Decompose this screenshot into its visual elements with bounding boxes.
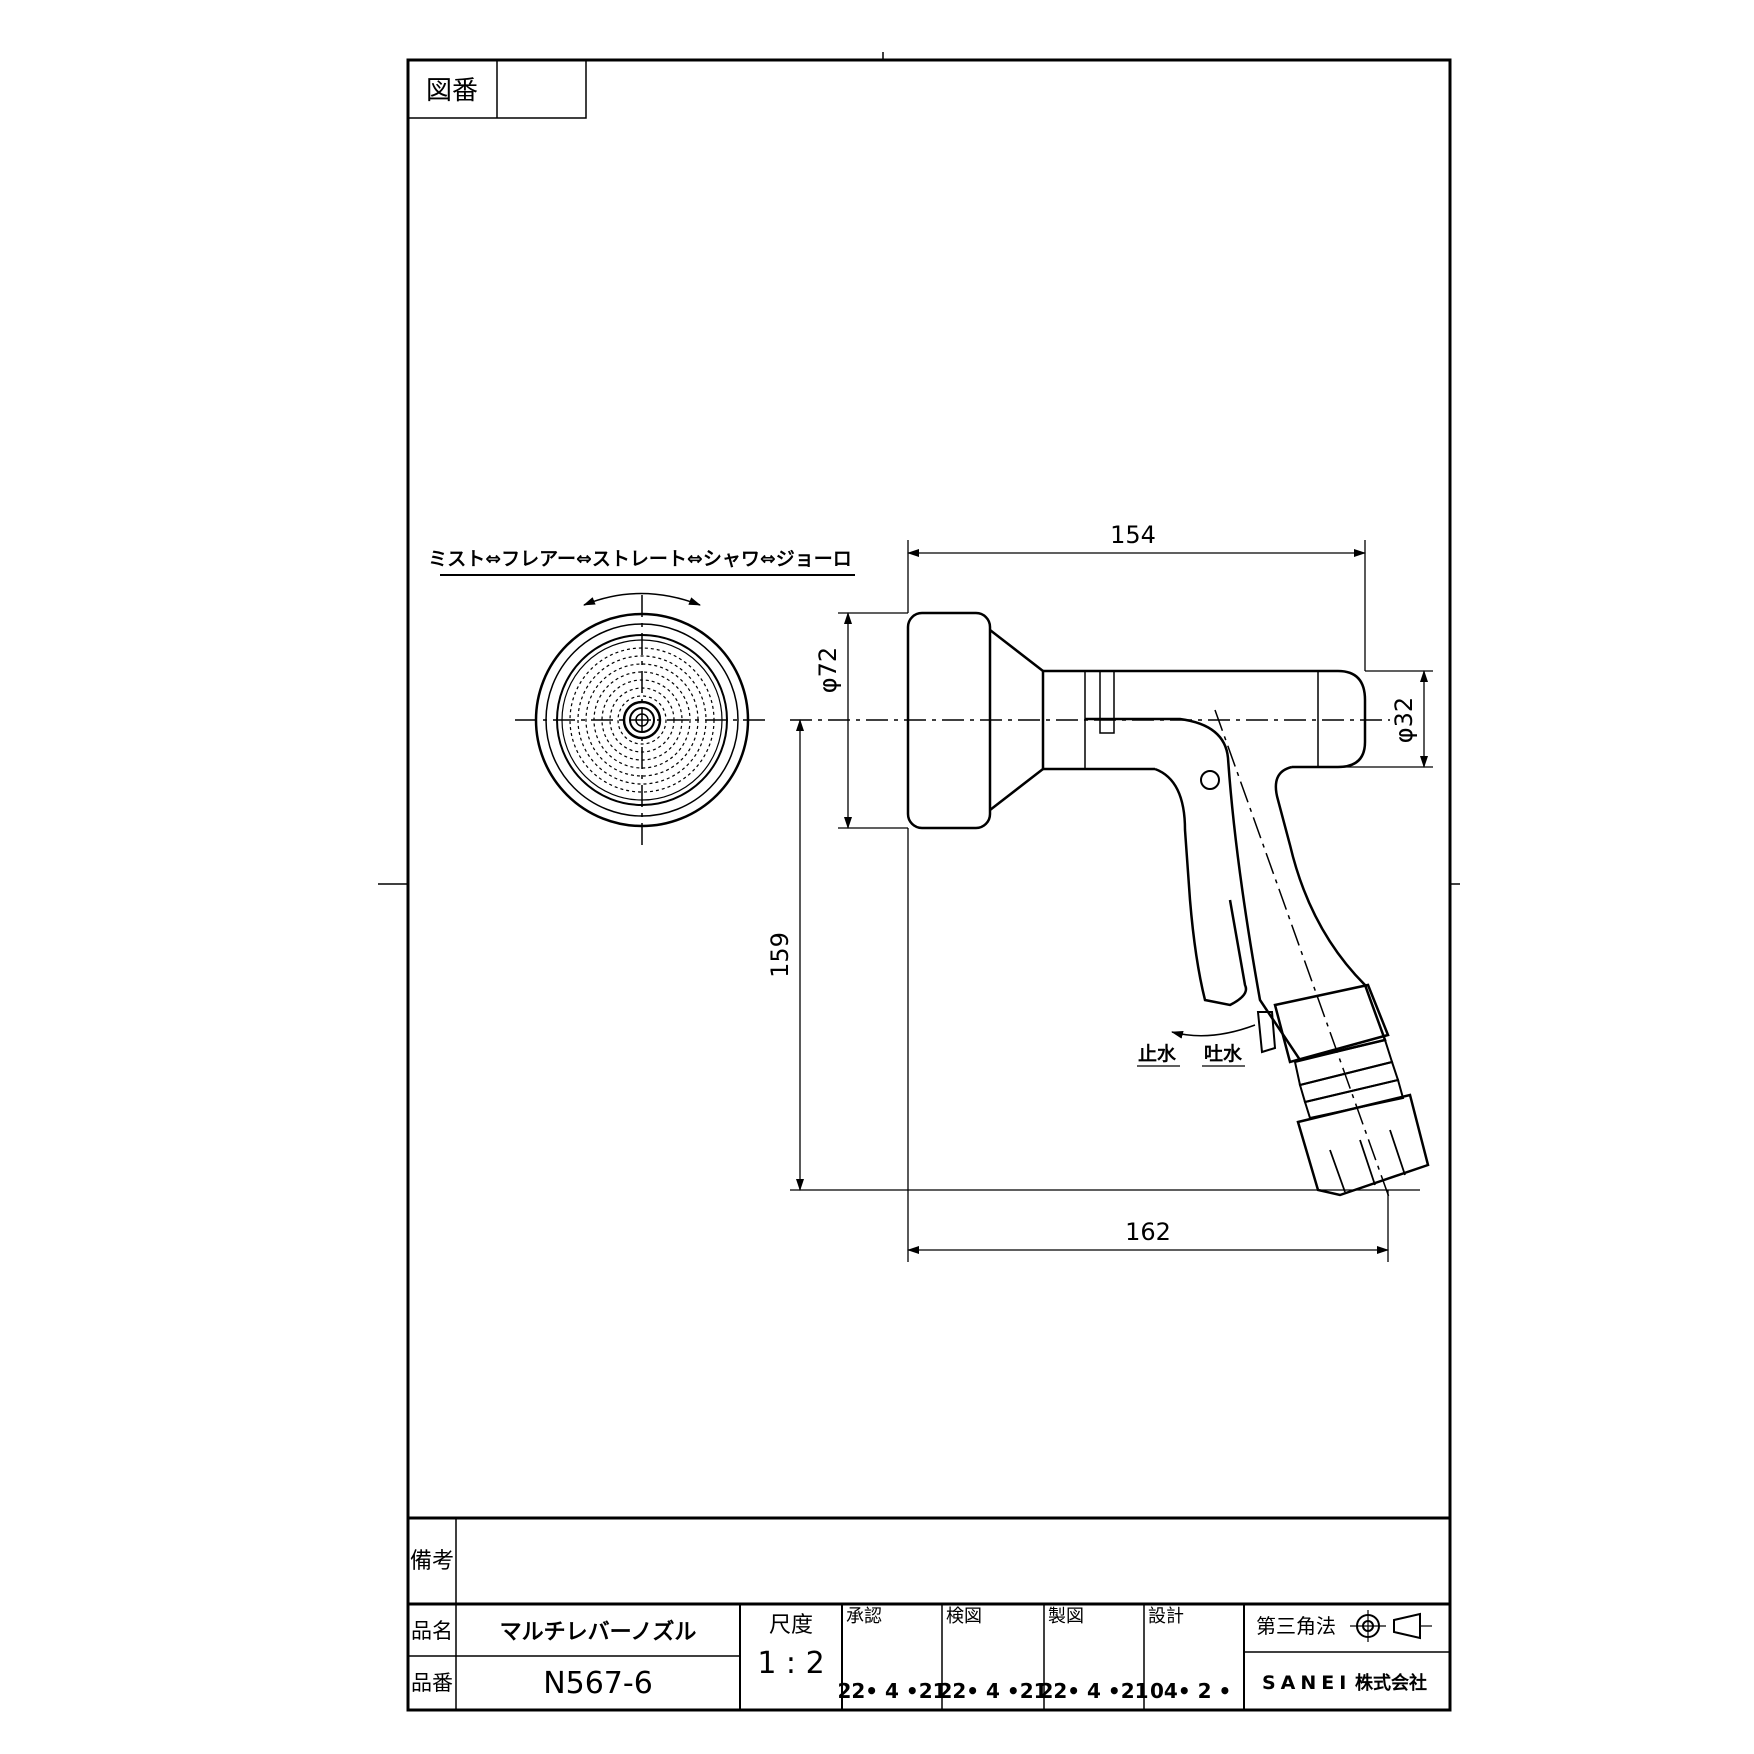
trigger-lever	[1154, 767, 1248, 1007]
drawing-number-label: 図番	[426, 76, 478, 106]
nozzle-cone	[989, 629, 1044, 811]
dim-barrel-diameter: φ32	[1390, 697, 1418, 743]
dim-height: 159	[766, 932, 794, 978]
handle-grip	[1085, 717, 1387, 1062]
product-name: マルチレバーノズル	[500, 1619, 697, 1645]
lever-direction-arrow-icon	[1171, 1024, 1256, 1039]
drawing-number-box: 図番	[407, 59, 587, 119]
barrel-slider	[1099, 670, 1115, 734]
company-name: SANEI	[1262, 1672, 1351, 1694]
checked-date: 22• 4 •21	[938, 1679, 1047, 1703]
dim-length-top: 154	[1110, 521, 1156, 549]
lever-direction: 止水 吐水	[1137, 1024, 1256, 1067]
product-number-label: 品番	[411, 1671, 453, 1695]
lock-tab	[1256, 1011, 1277, 1054]
front-view: ミスト⇔フレアー⇔ストレート⇔シャワ⇔ジョーロ	[428, 548, 855, 848]
pivot-pin	[1200, 770, 1220, 790]
scale-label: 尺度	[769, 1613, 813, 1638]
rotation-arrow-icon	[583, 592, 701, 606]
drawing-frame	[378, 52, 1460, 1712]
ribbed-coupling	[1293, 1038, 1405, 1120]
title-block: 備考 品名 マルチレバーノズル 品番 N567-6 尺度 1 : 2 承認 22…	[408, 1516, 1450, 1710]
checked-label: 検図	[946, 1606, 982, 1627]
approved-date: 22• 4 •21	[837, 1679, 946, 1703]
projection-label: 第三角法	[1256, 1614, 1336, 1638]
lever-label-spout: 吐水	[1204, 1043, 1243, 1065]
third-angle-projection-icon	[1350, 1610, 1432, 1642]
dim-length-bottom: 162	[1125, 1218, 1171, 1246]
barrel	[1041, 669, 1367, 771]
company-suffix: 株式会社	[1355, 1672, 1427, 1694]
drawn-date: 22• 4 •21	[1039, 1679, 1148, 1703]
side-view	[790, 611, 1430, 1201]
remarks-label: 備考	[410, 1549, 454, 1574]
lever-label-stop: 止水	[1138, 1043, 1177, 1065]
mode-sequence-label: ミスト⇔フレアー⇔ストレート⇔シャワ⇔ジョーロ	[428, 548, 852, 570]
designed-date: 04• 2 •	[1150, 1679, 1231, 1703]
designed-label: 設計	[1148, 1606, 1184, 1627]
approved-label: 承認	[846, 1606, 882, 1627]
product-name-label: 品名	[411, 1619, 453, 1643]
product-number: N567-6	[543, 1666, 653, 1701]
dim-head-diameter: φ72	[814, 647, 842, 693]
dimensions: 154 φ72 φ32 159 162	[766, 521, 1433, 1262]
scale-value: 1 : 2	[757, 1646, 824, 1681]
hose-connector-nut	[1296, 1093, 1430, 1197]
connector-collar	[1273, 983, 1390, 1064]
drawn-label: 製図	[1048, 1606, 1084, 1627]
